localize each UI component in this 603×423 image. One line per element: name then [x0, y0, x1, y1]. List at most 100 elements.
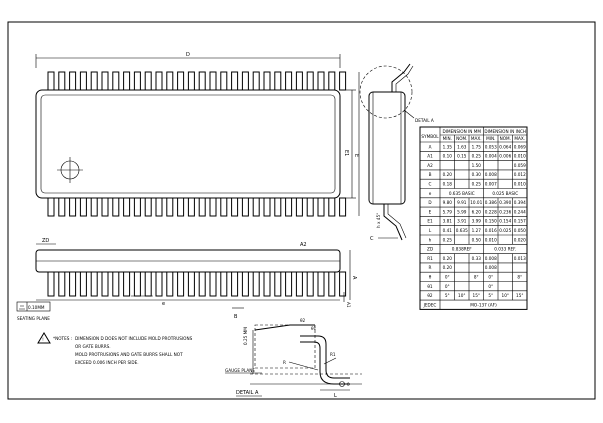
lead-bottom: [285, 197, 293, 217]
table-symbol-cell: D: [428, 200, 431, 205]
dim-B-label: B: [234, 314, 238, 320]
table-cell: 0.008: [485, 265, 497, 270]
lead-top: [306, 71, 314, 91]
lead-top: [155, 71, 163, 91]
lead-top: [166, 71, 174, 91]
table-cell: 10.01: [470, 200, 482, 205]
table-cell: 10°: [458, 293, 465, 298]
dim-C-label: C: [370, 236, 374, 242]
lead-front: [47, 271, 55, 297]
lead-front: [306, 271, 314, 297]
table-cell: 0.10: [443, 154, 453, 159]
lead-bottom: [69, 197, 77, 217]
lead-top: [209, 71, 217, 91]
table-symbol-cell: A1: [427, 154, 433, 159]
lead-top: [133, 71, 141, 91]
table-cell: 0°: [445, 274, 450, 279]
table-cell: 0.004: [485, 154, 497, 159]
table-symbol-cell: A: [429, 144, 432, 149]
dim-theta-label: θ: [347, 382, 350, 387]
table-cell: 0.010: [514, 181, 526, 186]
lead-top: [328, 71, 336, 91]
lead-bottom: [144, 197, 152, 217]
table-cell: 8°: [474, 274, 479, 279]
lead-bottom: [252, 197, 260, 217]
note-line: DIMENSION D DOES NOT INCLUDE MOLD PROTRU…: [75, 336, 193, 341]
table-cell: 0.013: [514, 256, 526, 261]
lead-front: [220, 271, 228, 297]
lead-front: [90, 271, 98, 297]
table-symbol-header: SYMBOL: [421, 134, 439, 139]
table-cell: 0.150: [485, 219, 497, 224]
lead-bottom: [123, 197, 131, 217]
lead-front: [144, 271, 152, 297]
detail-a-title: DETAIL A: [236, 390, 259, 396]
table-cell: 0.50: [472, 237, 482, 242]
table-span-cell: 0.025 BASIC: [492, 191, 518, 196]
dim-e-label: e: [162, 301, 165, 307]
lead-bottom: [274, 197, 282, 217]
lead-top: [69, 71, 77, 91]
table-symbol-cell: JEDEC: [423, 302, 437, 307]
lead-bottom: [209, 197, 217, 217]
note-line: EXCEED 0.006 INCH PER SIDE.: [75, 360, 139, 365]
lead-top: [220, 71, 228, 91]
table-cell: 5°: [445, 293, 450, 298]
table-cell: 0.18: [443, 181, 453, 186]
lead-top: [187, 71, 195, 91]
table-cell: 0.064: [499, 144, 511, 149]
table-cell: 0.157: [514, 219, 526, 224]
table-cell: 0.41: [443, 228, 453, 233]
table-cell: 0.007: [485, 181, 497, 186]
lead-bottom: [79, 197, 87, 217]
table-cell: 5.79: [443, 209, 453, 214]
lead-top: [47, 71, 55, 91]
lead-front: [317, 271, 325, 297]
table-cell: 5°: [488, 293, 493, 298]
table-cell: 0.390: [499, 200, 511, 205]
end-view-lead-top: [391, 63, 411, 92]
dim-R1-label: R1: [330, 352, 336, 357]
detail-a-callout-label: DETAIL A: [415, 118, 434, 123]
lead-bottom: [177, 197, 185, 217]
detail-a-callout-circle: [359, 65, 413, 119]
table-cell: 0.008: [485, 172, 497, 177]
lead-bottom: [198, 197, 206, 217]
lead-top: [198, 71, 206, 91]
dim-A2-label: A2: [300, 242, 307, 248]
table-cell: 0.012: [514, 172, 526, 177]
end-view-lead-top-inner: [395, 65, 414, 92]
table-cell: 0.20: [443, 172, 453, 177]
tolerance-frame: [16, 301, 51, 312]
lead-front: [274, 271, 282, 297]
table-cell: 0.15: [457, 154, 467, 159]
theta-angle-icon: [339, 381, 345, 387]
lead-bottom: [328, 197, 336, 217]
table-symbol-cell: h: [429, 237, 432, 242]
lead-bottom: [47, 197, 55, 217]
notes-heading: *NOTES :: [53, 336, 72, 341]
dim-E1-label: E1: [343, 150, 349, 156]
table-border: [419, 126, 528, 310]
end-view: DETAIL A h x 45° C: [359, 63, 434, 242]
table-cell: 1.75: [472, 144, 482, 149]
lead-bottom: [339, 197, 347, 217]
lead-front: [155, 271, 163, 297]
table-cell: 3.91: [457, 219, 467, 224]
lead-front: [328, 271, 336, 297]
table-cell: 0.20: [443, 265, 453, 270]
table-cell: 0.154: [499, 219, 511, 224]
table-symbol-cell: θ2: [427, 293, 433, 298]
table-cell: 0.25: [443, 237, 453, 242]
lead-front: [58, 271, 66, 297]
dim-A-label: A: [351, 276, 357, 280]
lead-top: [274, 71, 282, 91]
notes: ! *NOTES : DIMENSION D DOES NOT INCLUDE …: [37, 332, 193, 365]
lead-top: [231, 71, 239, 91]
lead-front: [187, 271, 195, 297]
table-cell: 0.016: [485, 228, 497, 233]
lead-top: [241, 71, 249, 91]
lead-front: [285, 271, 293, 297]
lead-front: [133, 271, 141, 297]
lead-front: [112, 271, 120, 297]
